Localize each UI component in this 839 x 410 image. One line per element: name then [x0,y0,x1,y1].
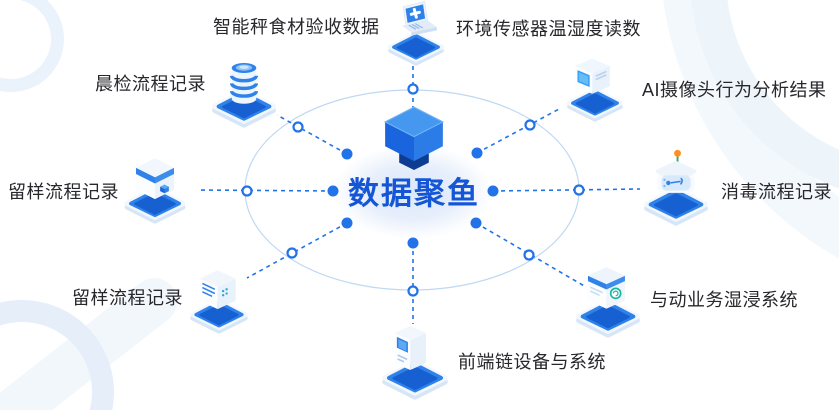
node-label-morning-check-record: 晨检流程记录 [95,74,206,94]
laptop-plus-icon [377,0,455,66]
node-label-env-sensor-readings: 环境传感器温湿度读数 [456,19,641,39]
desktop-computer-icon [554,52,636,122]
node-label-frontend-chain-devices: 前端链设备与系统 [458,352,606,372]
inner-dots [327,147,499,249]
hub-glow [333,145,493,239]
server-globe-icon [566,258,650,338]
orbit-dots [241,83,585,297]
node-label-sample-retention-bottom: 留样流程记录 [72,288,183,308]
sensor-device-icon [634,146,718,226]
tower-pc-icon [374,318,456,400]
node-label-sample-retention-left: 留样流程记录 [8,182,119,202]
node-label-ai-camera-analysis: AI摄像头行为分析结果 [642,80,827,100]
server-rack-icon [179,262,259,334]
node-label-smart-scale-data: 智能秤食材验收数据 [213,17,380,37]
hub-title: 数据聚鱼 [348,176,480,211]
data-cube-icon [377,104,451,176]
node-label-disinfection-record: 消毒流程记录 [721,182,832,202]
node-label-mobile-business-system: 与动业务湿浸系统 [650,290,798,310]
database-cylinder-icon [200,48,288,128]
storage-box-icon [114,148,196,224]
